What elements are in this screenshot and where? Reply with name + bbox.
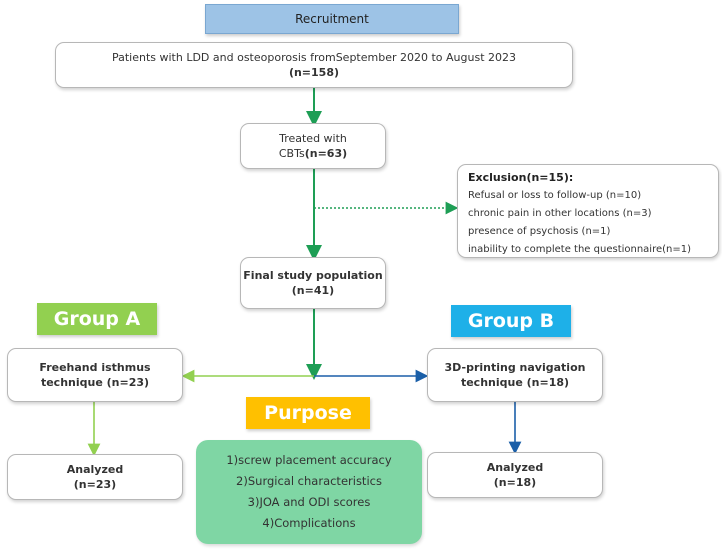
analyzed-b-box: Analyzed (n=18) [427,452,603,498]
recruitment-label: Recruitment [295,12,369,26]
purpose-badge: Purpose [246,397,370,429]
analyzed-a-text: Analyzed [66,463,124,476]
freehand-line1: Freehand isthmus [39,361,151,374]
purpose-item: 3)JOA and ODI scores [247,495,371,509]
purpose-label: Purpose [264,402,352,424]
treated-count: (n=63) [304,147,348,160]
purpose-item: 4)Complications [262,516,356,530]
purpose-box: 1)screw placement accuracy 2)Surgical ch… [196,440,422,544]
navigation-technique-box: 3D-printing navigation technique (n=18) [427,348,603,402]
navigation-line2: technique (n=18) [460,376,570,389]
freehand-technique-box: Freehand isthmus technique (n=23) [7,348,183,402]
final-count: (n=41) [291,284,335,297]
treated-box: Treated with CBTs(n=63) [240,123,386,169]
recruitment-header: Recruitment [205,4,459,34]
exclusion-item: presence of psychosis (n=1) [468,226,611,237]
group-a-badge: Group A [37,303,157,335]
exclusion-title: Exclusion(n=15): [468,171,574,184]
final-population-box: Final study population (n=41) [240,257,386,309]
freehand-line2: technique (n=23) [40,376,150,389]
purpose-item: 2)Surgical characteristics [236,474,382,488]
navigation-line1: 3D-printing navigation [444,361,586,374]
analyzed-a-box: Analyzed (n=23) [7,454,183,500]
group-b-label: Group B [467,310,555,332]
exclusion-box: Exclusion(n=15): Refusal or loss to foll… [457,164,719,258]
patients-count: (n=158) [288,66,340,79]
treated-method: CBTs [278,147,305,160]
analyzed-b-text: Analyzed [486,461,544,474]
patients-text: Patients with LDD and osteoporosis fromS… [111,51,517,64]
purpose-item: 1)screw placement accuracy [226,453,392,467]
exclusion-item: inability to complete the questionnaire(… [468,244,692,255]
final-text: Final study population [243,269,383,282]
group-b-badge: Group B [451,305,571,337]
patients-box: Patients with LDD and osteoporosis fromS… [55,42,573,88]
exclusion-item: chronic pain in other locations (n=3) [468,208,652,219]
analyzed-b-count: (n=18) [493,476,537,489]
exclusion-item: Refusal or loss to follow-up (n=10) [468,190,642,201]
analyzed-a-count: (n=23) [73,478,117,491]
group-a-label: Group A [53,308,141,330]
treated-text: Treated with [279,132,347,145]
